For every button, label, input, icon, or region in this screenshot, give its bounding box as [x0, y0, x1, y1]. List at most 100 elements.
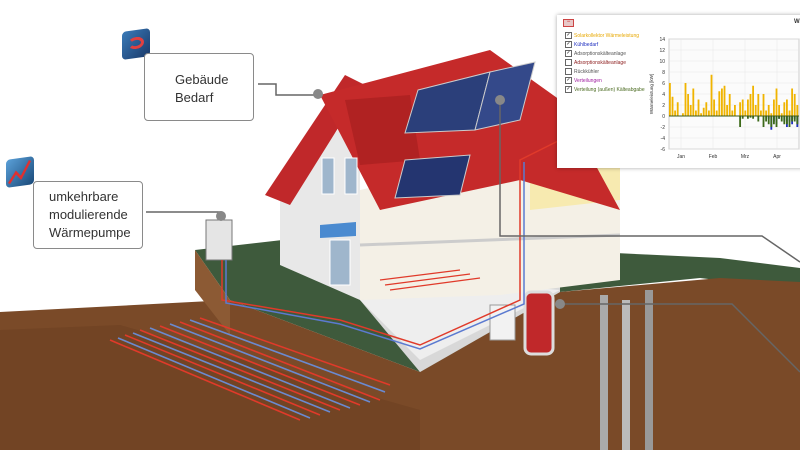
chart-bar [762, 116, 765, 127]
legend-item[interactable]: Rückkühler [565, 67, 645, 76]
chart-bar [752, 85, 755, 116]
borehole-probes [600, 290, 653, 450]
legend-label: Adsorptionskälteanlage [574, 59, 626, 66]
legend-checkbox[interactable]: ✓ [565, 41, 572, 48]
legend-item[interactable]: ✓Verteilungen [565, 76, 645, 85]
chart-bar [708, 110, 710, 116]
chart-bar [788, 116, 791, 127]
window [321, 157, 335, 195]
chart-bar [734, 105, 736, 116]
building-demand-callout[interactable]: Gebäude Bedarf [144, 53, 254, 121]
callout-text: Gebäude [175, 72, 229, 87]
chart-bar [739, 102, 742, 116]
chart-bar [778, 116, 781, 119]
legend-checkbox[interactable]: ✓ [565, 77, 572, 84]
legend-checkbox[interactable]: ✓ [565, 32, 572, 39]
chart-bar [754, 105, 757, 116]
soil-shadow [0, 325, 420, 450]
chart-bar [773, 116, 775, 125]
chart-bar [684, 83, 687, 116]
y-tick-label: -4 [661, 136, 666, 142]
legend-item[interactable]: ✓Solarkollektor Wärmeleistung [565, 31, 645, 40]
chart-bar [697, 99, 700, 116]
chart-bar [669, 83, 671, 116]
chart-bar [695, 110, 697, 116]
chart-bar [741, 116, 744, 119]
outdoor-heat-pump [205, 219, 233, 261]
chart-bar [762, 94, 765, 116]
chart-bar [796, 105, 799, 116]
chart-bar [791, 88, 794, 116]
y-tick-label: 0 [662, 114, 665, 120]
simulation-chart-panel: − Wä ✓Solarkollektor Wärmeleistung✓Kühlb… [557, 15, 800, 168]
chart-bar [710, 74, 713, 116]
legend-checkbox[interactable] [565, 68, 572, 75]
door-window [329, 239, 351, 286]
connector-dot [313, 89, 323, 99]
legend-item[interactable]: ✓Kühlbedarf [565, 40, 645, 49]
legend-item[interactable]: ✓Adsorptionskälteanlage [565, 49, 645, 58]
chart-bar [718, 91, 721, 116]
legend-label: Kühlbedarf [574, 41, 599, 48]
legend-label: Verteilungen [574, 77, 602, 84]
legend-label: Verteilung (außen) Kälteabgabe [574, 86, 645, 93]
chart-bar [700, 113, 703, 116]
y-tick-label: -2 [661, 125, 666, 131]
y-axis-label: Wärmeleistung [kW] [649, 74, 654, 114]
legend-label: Solarkollektor Wärmeleistung [574, 32, 640, 39]
chart-bar [757, 116, 760, 122]
legend-label: Adsorptionskälteanlage [574, 50, 626, 57]
chart-bar [705, 102, 708, 116]
x-tick-label: Feb [709, 154, 718, 160]
legend-item[interactable]: Adsorptionskälteanlage [565, 58, 645, 67]
chart-bar [757, 94, 760, 116]
chart-bar [767, 116, 770, 125]
heatpump-chart-cube-icon [6, 156, 34, 188]
chart-bar [728, 94, 731, 116]
y-tick-label: 2 [662, 103, 665, 109]
chart-bar [780, 113, 783, 116]
ground-collector-pipes [109, 317, 391, 421]
chart-bar [775, 116, 778, 127]
return-pipe [225, 162, 525, 350]
y-tick-label: -6 [661, 147, 666, 153]
connector-dot [495, 95, 505, 105]
y-tick-label: 10 [659, 59, 665, 65]
window [344, 157, 358, 195]
legend-checkbox[interactable] [565, 59, 572, 66]
chart-bar [791, 116, 794, 122]
x-tick-label: Mrz [741, 154, 750, 160]
callout-text: modulierende [49, 207, 128, 222]
pv-panel [394, 154, 471, 199]
chart-bar [783, 102, 786, 116]
chart-bar [721, 88, 723, 116]
legend-checkbox[interactable]: ✓ [565, 86, 572, 93]
chart-bar [770, 113, 773, 116]
chart-bar [760, 110, 762, 116]
chart-legend: ✓Solarkollektor Wärmeleistung✓Kühlbedarf… [565, 31, 645, 94]
legend-checkbox[interactable]: ✓ [565, 50, 572, 57]
y-tick-label: 12 [659, 48, 665, 54]
storage-tank [523, 290, 555, 356]
chart-bar [744, 110, 747, 116]
heatpump-callout[interactable]: umkehrbare modulierende Wärmepumpe [33, 181, 143, 249]
chart-bar [788, 110, 791, 116]
y-tick-label: 14 [659, 37, 665, 43]
supply-pipe [221, 139, 561, 346]
y-tick-label: 8 [662, 70, 665, 76]
chart-bar [786, 99, 788, 116]
callout-text: Wärmepumpe [49, 225, 131, 240]
collapse-button[interactable]: − [563, 19, 574, 27]
soil-front-face [195, 250, 230, 335]
y-tick-label: 4 [662, 92, 665, 98]
chart-bar [715, 110, 718, 116]
legend-item[interactable]: ✓Verteilung (außen) Kälteabgabe [565, 85, 645, 94]
chart-bar [778, 105, 781, 116]
solar-panel-2 [474, 61, 536, 131]
connector-dot [555, 299, 565, 309]
chart-bar [765, 116, 768, 122]
chart-bar [765, 110, 768, 116]
connector-dot [216, 211, 226, 221]
